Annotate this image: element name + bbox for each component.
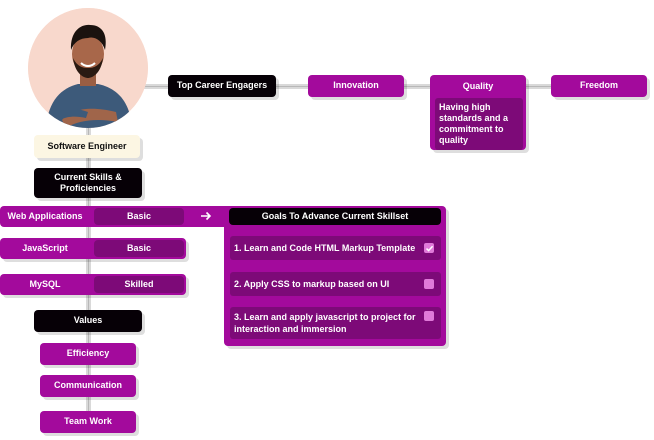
goal-checkbox[interactable] <box>424 311 434 321</box>
goals-heading: Goals To Advance Current Skillset <box>229 208 441 225</box>
skill-name: JavaScript <box>22 242 68 253</box>
engager-innovation: Innovation <box>308 75 404 97</box>
engager-quality-label: Quality <box>462 81 494 91</box>
engagers-heading-text: Top Career Engagers <box>176 80 268 91</box>
skill-level-web-applications: Basic <box>94 208 184 225</box>
values-heading-text: Values <box>73 315 103 326</box>
engager-innovation-label: Innovation <box>333 80 379 91</box>
profile-title-text: Software Engineer <box>47 140 127 151</box>
skill-name: Web Applications <box>7 210 83 221</box>
engagers-heading: Top Career Engagers <box>168 75 276 97</box>
skills-heading-text: Current Skills & Proficiencies <box>54 171 122 193</box>
goals-panel: Goals To Advance Current Skillset 1. Lea… <box>224 206 446 346</box>
profile-photo <box>28 8 148 128</box>
skill-level-text: Basic <box>126 210 152 221</box>
goal-text: 2. Apply CSS to markup based on UI <box>234 278 390 289</box>
goal-checkbox[interactable] <box>424 279 434 289</box>
skills-heading: Current Skills & Proficiencies <box>34 168 142 198</box>
profile-title: Software Engineer <box>34 135 140 158</box>
skill-level-javascript: Basic <box>94 240 184 257</box>
goal-item: 1. Learn and Code HTML Markup Template <box>230 236 441 260</box>
goal-text: 1. Learn and Code HTML Markup Template <box>234 242 416 253</box>
value-communication: Communication <box>40 375 136 397</box>
engager-quality-description-text: Having high standards and a commitment t… <box>439 102 509 145</box>
arrow-right-icon <box>201 211 212 221</box>
engager-freedom: Freedom <box>551 75 647 97</box>
value-team-work: Team Work <box>40 411 136 433</box>
skill-level-mysql: Skilled <box>94 276 184 293</box>
engager-freedom-label: Freedom <box>579 80 618 91</box>
goal-item: 3. Learn and apply javascript to project… <box>230 307 441 339</box>
engager-quality-description: Having high standards and a commitment t… <box>435 98 523 150</box>
goal-checkbox-checked[interactable] <box>424 243 434 253</box>
goal-item: 2. Apply CSS to markup based on UI <box>230 272 441 296</box>
value-label: Team Work <box>64 416 112 427</box>
value-efficiency: Efficiency <box>40 343 136 365</box>
value-label: Efficiency <box>66 348 110 359</box>
skill-level-text: Basic <box>126 242 152 253</box>
goal-text: 3. Learn and apply javascript to project… <box>234 311 416 334</box>
checkmark-icon <box>425 245 433 252</box>
value-label: Communication <box>53 380 122 391</box>
skill-level-text: Skilled <box>124 278 154 289</box>
skill-name: MySQL <box>29 278 61 289</box>
person-illustration <box>28 8 148 128</box>
values-heading: Values <box>34 310 142 332</box>
goals-heading-text: Goals To Advance Current Skillset <box>261 210 409 221</box>
